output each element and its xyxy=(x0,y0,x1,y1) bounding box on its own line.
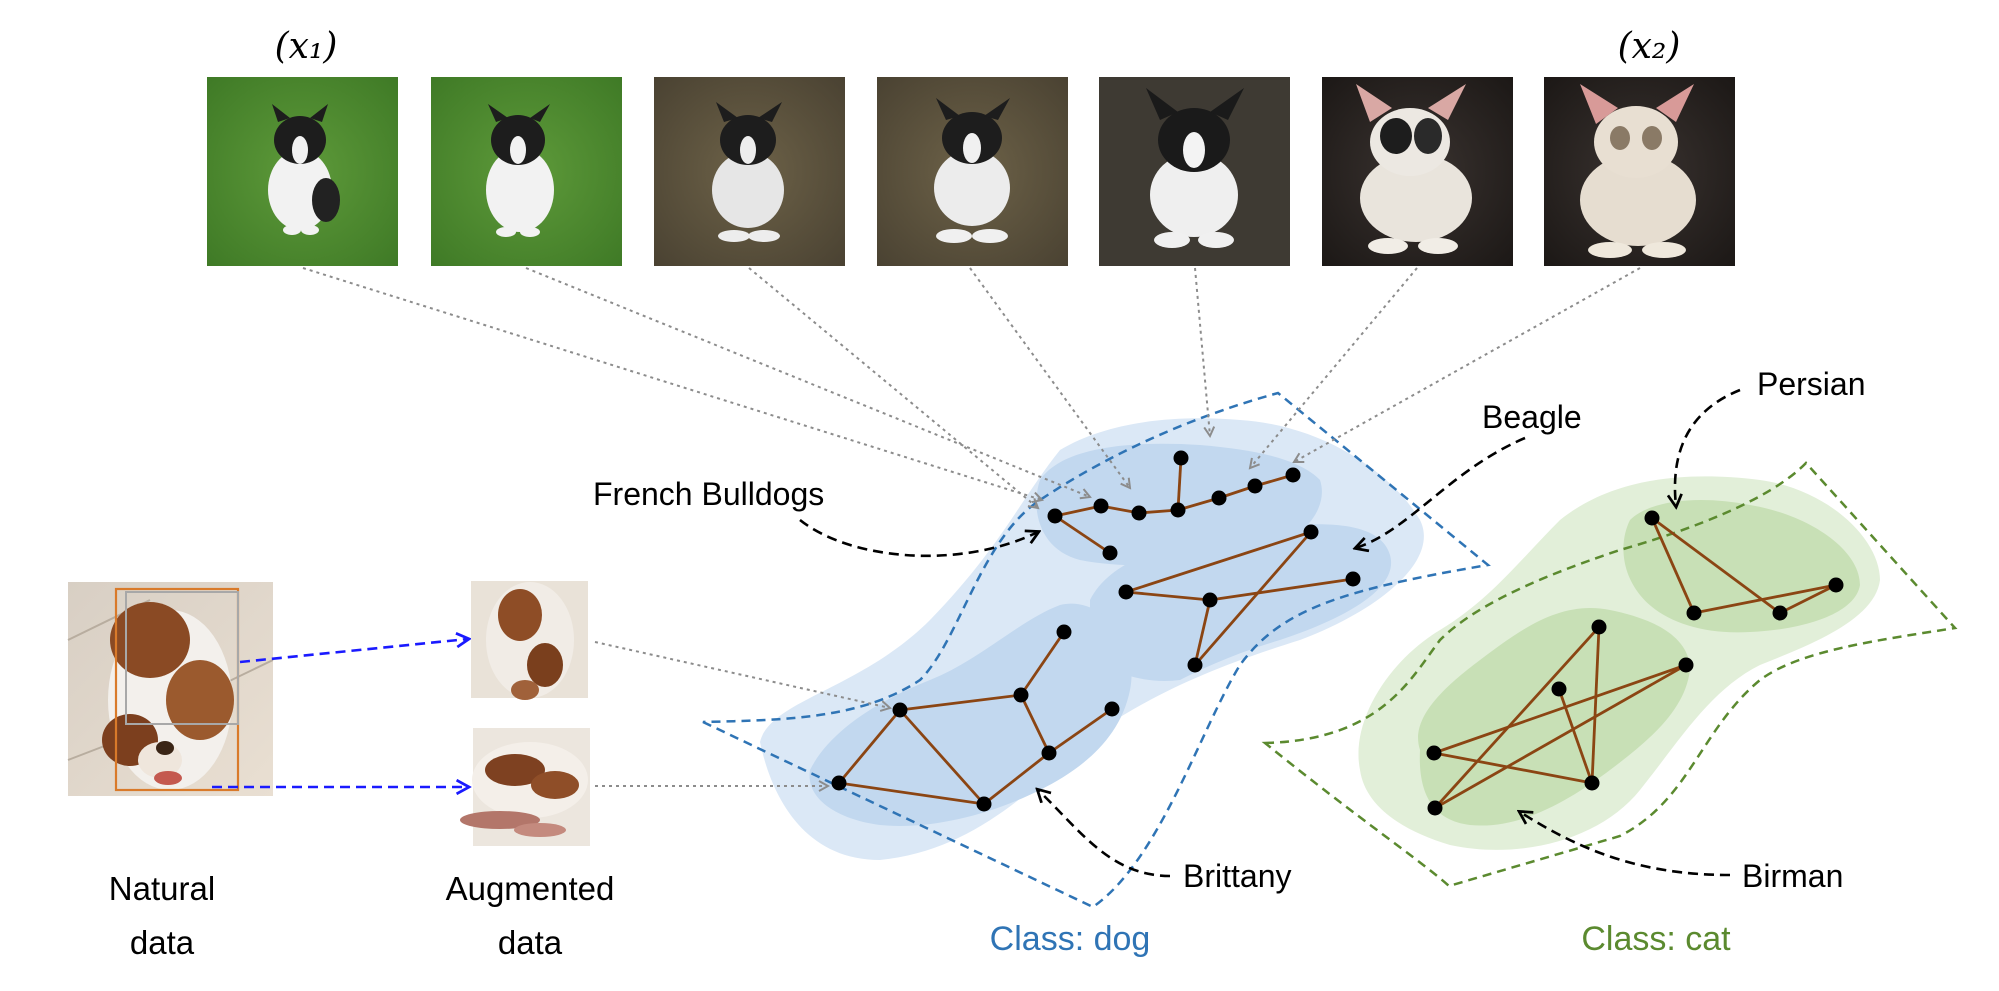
node xyxy=(1013,687,1029,703)
dog-photo-7 xyxy=(1544,77,1735,266)
node xyxy=(1584,775,1600,791)
node xyxy=(1118,584,1134,600)
node xyxy=(831,775,847,791)
dog-photo-4 xyxy=(877,77,1068,266)
node xyxy=(976,796,992,812)
node xyxy=(1173,450,1189,466)
node xyxy=(1211,490,1227,506)
dog-class-manifold xyxy=(702,391,1491,909)
natural-data-label-line1: Natural xyxy=(109,870,215,907)
natural-data-photo xyxy=(67,582,274,796)
augmented-data-label-line2: data xyxy=(498,924,563,961)
node xyxy=(1047,508,1063,524)
dotted-links xyxy=(302,267,1641,786)
node xyxy=(1828,577,1844,593)
persian-label: Persian xyxy=(1757,366,1866,402)
augmented-photo-1 xyxy=(471,581,588,700)
node xyxy=(1427,800,1443,816)
cat-class-manifold xyxy=(1261,461,1958,888)
dog-photo-5 xyxy=(1099,77,1290,266)
text-labels: French Bulldogs Beagle Persian Brittany … xyxy=(109,366,1866,961)
node xyxy=(1772,605,1788,621)
dog-photo-1 xyxy=(207,77,398,266)
node xyxy=(1551,681,1567,697)
class-dog-label: Class: dog xyxy=(990,920,1151,958)
french-bulldogs-label: French Bulldogs xyxy=(593,476,824,512)
augmented-photo-2 xyxy=(460,728,590,846)
node xyxy=(1170,502,1186,518)
dog-photo-6 xyxy=(1322,77,1513,266)
dog-photo-2 xyxy=(431,77,622,266)
brittany-label: Brittany xyxy=(1183,858,1291,894)
node xyxy=(1678,657,1694,673)
node xyxy=(1247,478,1263,494)
node xyxy=(1591,619,1607,635)
augmentation-arrows xyxy=(212,639,468,787)
beagle-label: Beagle xyxy=(1482,399,1582,435)
node xyxy=(892,702,908,718)
x1-label: (x₁) xyxy=(275,26,338,67)
node xyxy=(1187,657,1203,673)
natural-data-label-line2: data xyxy=(130,924,195,961)
node xyxy=(1041,745,1057,761)
node xyxy=(1202,592,1218,608)
class-cat-label: Class: cat xyxy=(1581,920,1731,958)
node xyxy=(1093,498,1109,514)
node xyxy=(1131,505,1147,521)
birman-label: Birman xyxy=(1742,858,1843,894)
x2-label: (x₂) xyxy=(1618,26,1681,67)
node xyxy=(1345,571,1361,587)
augmented-data-label-line1: Augmented xyxy=(446,870,615,907)
graph-nodes xyxy=(831,450,1844,816)
node xyxy=(1644,510,1660,526)
node xyxy=(1056,624,1072,640)
node xyxy=(1303,524,1319,540)
node xyxy=(1102,545,1118,561)
node xyxy=(1285,467,1301,483)
top-image-strip: (x₁) (x₂) xyxy=(207,26,1735,266)
node xyxy=(1426,745,1442,761)
graph-edges xyxy=(837,457,1837,810)
dog-photo-3 xyxy=(654,77,845,266)
node xyxy=(1686,605,1702,621)
node xyxy=(1104,701,1120,717)
label-arrows xyxy=(799,388,1741,878)
